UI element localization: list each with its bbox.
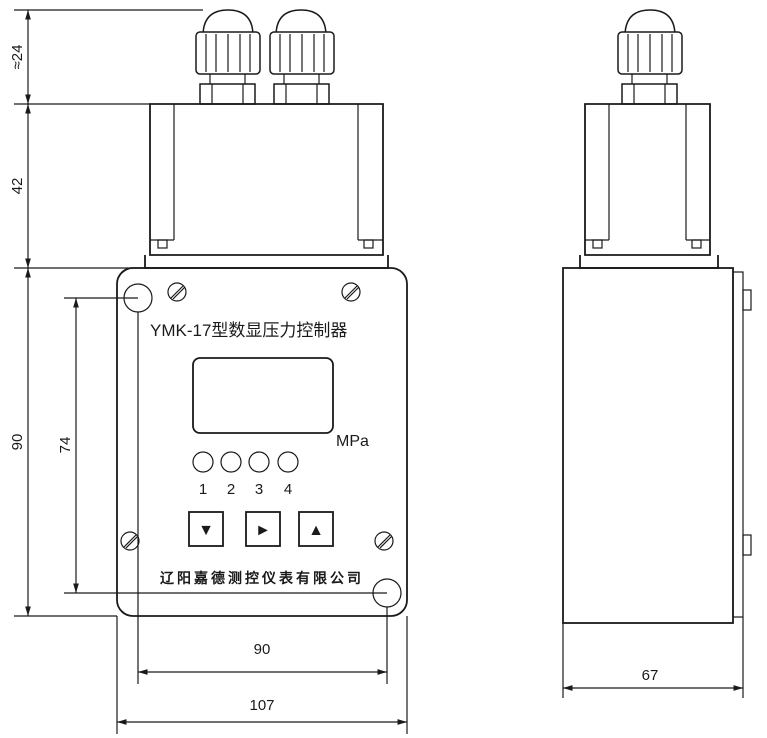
screw-top-left (167, 282, 187, 302)
side-upper-housing (579, 103, 719, 269)
down-button[interactable]: ▼ (188, 511, 224, 547)
panel-title: YMK-17型数显压力控制器 (150, 321, 347, 340)
indicator-led-4 (277, 451, 299, 473)
side-body (562, 267, 752, 624)
indicator-led-2 (220, 451, 242, 473)
front-view: YMK-17型数显压力控制器 MPa 1 2 3 4 ▼ ► (9, 9, 408, 734)
up-button[interactable]: ▲ (298, 511, 334, 547)
upper-housing (144, 103, 389, 269)
dim-hole-spacing-horizontal: 90 (254, 641, 271, 658)
manufacturer-label: 辽阳嘉德测控仪表有限公司 (160, 570, 364, 587)
indicator-label-1: 1 (199, 481, 207, 498)
digital-display (192, 357, 334, 434)
unit-label: MPa (336, 433, 369, 450)
indicator-led-3 (248, 451, 270, 473)
right-arrow-icon: ► (255, 522, 271, 539)
screw-bottom-right (374, 531, 394, 551)
up-arrow-icon: ▲ (308, 522, 324, 539)
dim-side-depth: 67 (642, 667, 659, 684)
indicator-label-3: 3 (255, 481, 263, 498)
front-panel: YMK-17型数显压力控制器 MPa 1 2 3 4 ▼ ► (116, 267, 408, 617)
screw-bottom-left (120, 531, 140, 551)
cable-gland-right (269, 9, 335, 105)
indicator-label-4: 4 (284, 481, 292, 498)
dim-housing-height: 42 (9, 178, 26, 195)
dim-panel-height: 90 (9, 434, 26, 451)
dim-connector-height: ≈24 (9, 45, 26, 70)
dim-hole-spacing-vertical: 74 (57, 437, 74, 454)
dimension-lines-side: 67 (562, 617, 744, 698)
screw-top-right (341, 282, 361, 302)
cable-gland-side (617, 9, 683, 105)
right-button[interactable]: ► (245, 511, 281, 547)
indicator-label-2: 2 (227, 481, 235, 498)
dimension-lines-front: ≈24 42 90 74 90 107 (9, 9, 408, 734)
dim-panel-width: 107 (249, 697, 274, 714)
cable-gland-left (195, 9, 261, 105)
indicator-led-1 (192, 451, 214, 473)
side-view: 67 (562, 9, 752, 698)
down-arrow-icon: ▼ (198, 522, 214, 539)
